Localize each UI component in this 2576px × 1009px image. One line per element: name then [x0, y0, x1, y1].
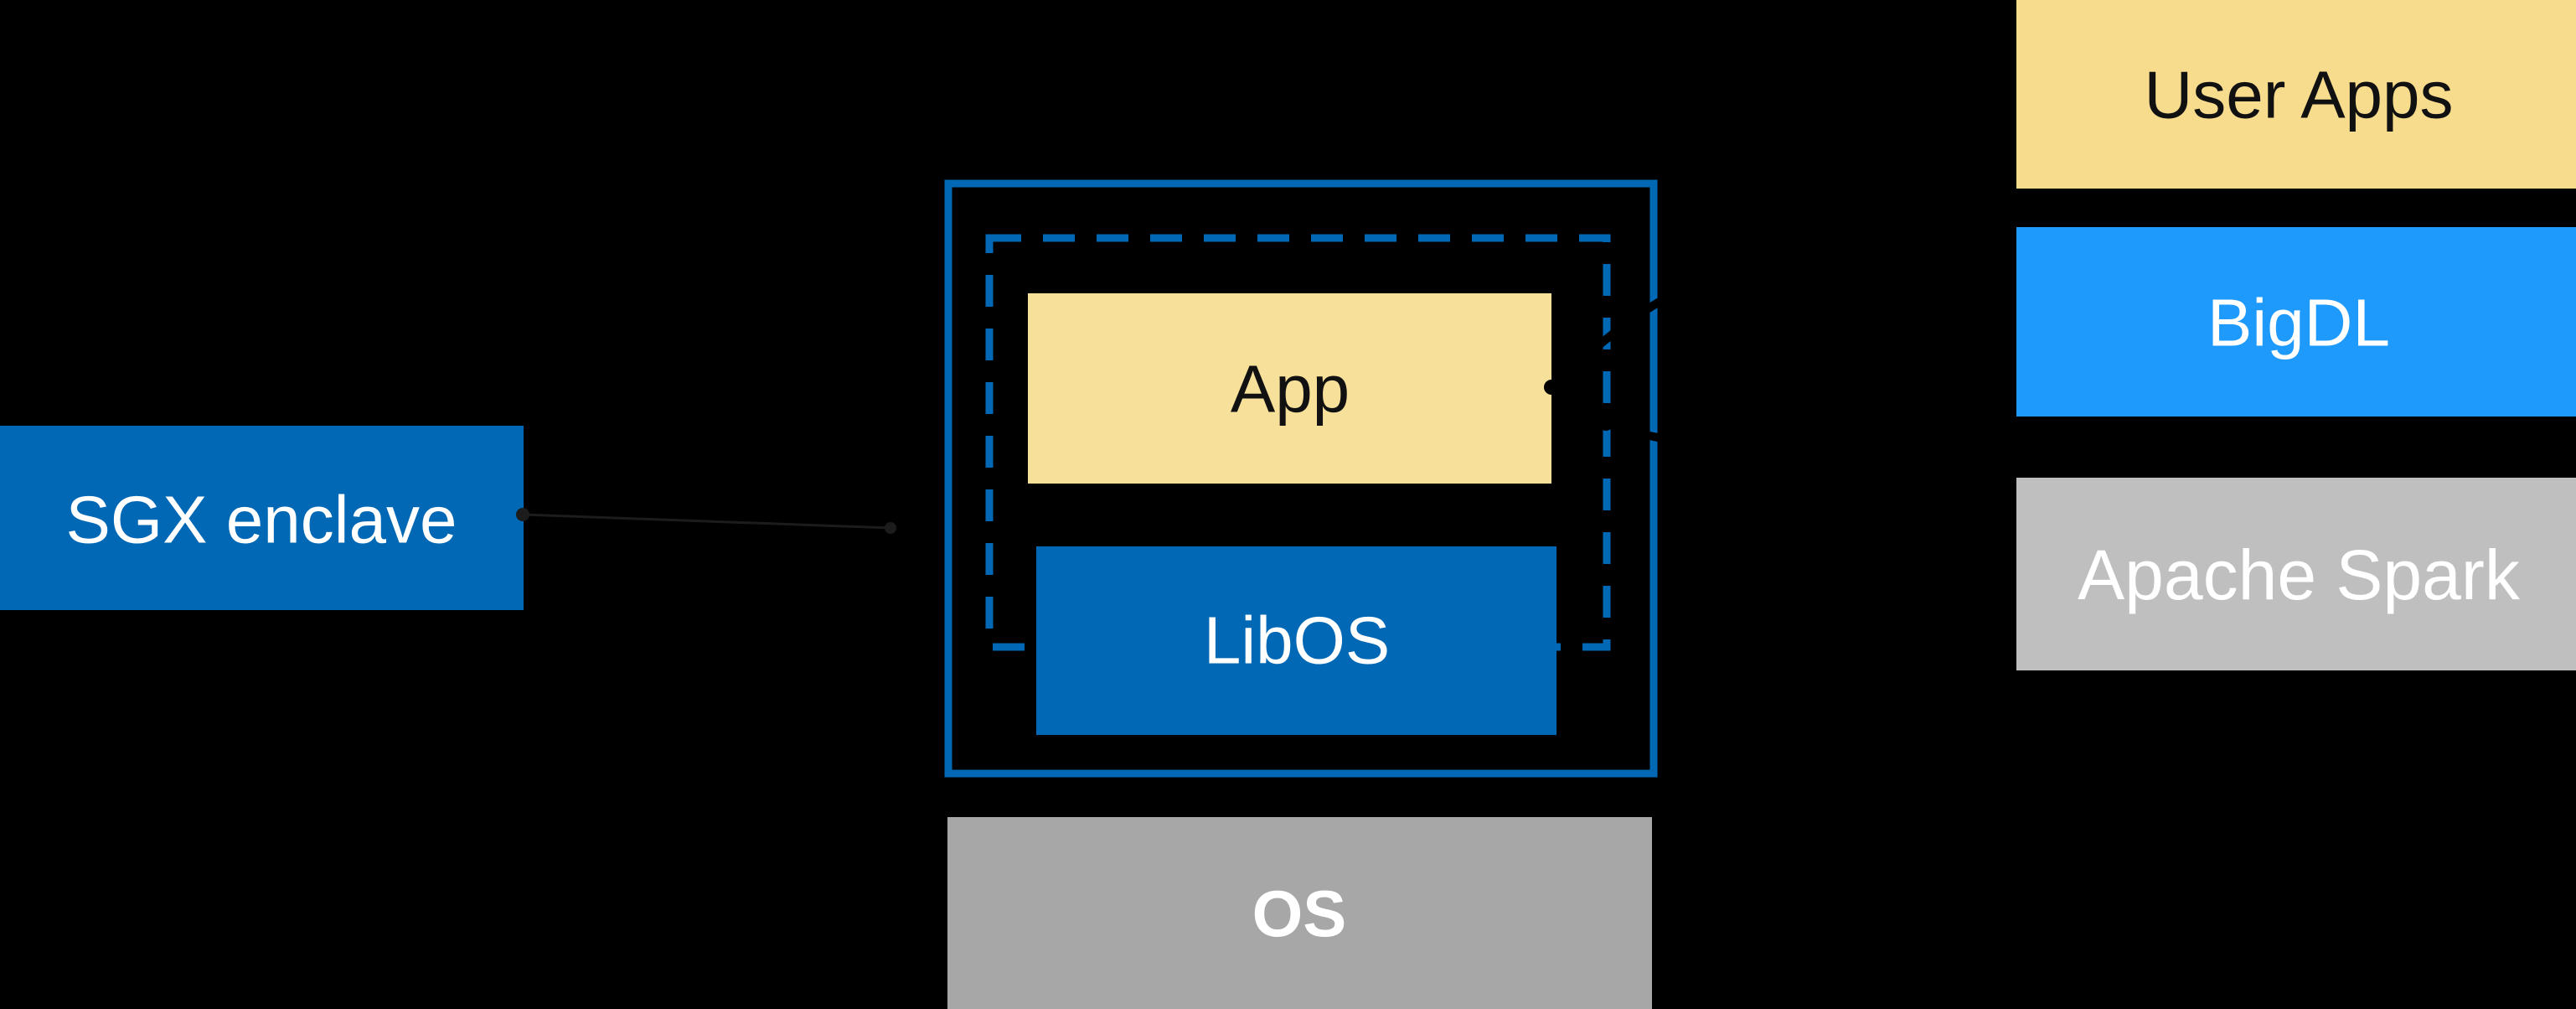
arrow-stack-to-app	[1548, 262, 2007, 391]
stack-bigdl-label: BigDL	[2207, 286, 2390, 360]
enclave-callout-end-dot	[885, 522, 896, 534]
enclave-dashed-boundary	[985, 234, 1611, 651]
stack-apache-spark-box	[2016, 478, 2576, 670]
enclave-callout-start-dot	[516, 508, 529, 521]
app-box	[1028, 293, 1551, 484]
stack-user-apps-label: User Apps	[2144, 58, 2453, 132]
sgx-enclave-label: SGX enclave	[66, 483, 457, 557]
stack-user-apps-box	[2016, 0, 2576, 189]
libos-box	[1036, 546, 1556, 735]
os-label: OS	[1252, 877, 1347, 950]
host-outer-box	[944, 179, 1658, 778]
libos-label: LibOS	[1204, 603, 1390, 678]
stack-bigdl-box	[2016, 227, 2576, 417]
stack-apache-spark-label: Apache Spark	[2078, 536, 2521, 614]
arrow-stack-to-app-dot	[1544, 380, 1559, 395]
app-label: App	[1231, 352, 1350, 427]
enclave-callout-line	[522, 513, 891, 530]
os-box	[947, 817, 1652, 1009]
arrow-stack-to-enclave-boundary	[1604, 420, 2007, 473]
sgx-enclave-label-box	[0, 426, 524, 610]
arrow-stack-to-enclave-boundary-dot	[1599, 417, 1613, 431]
